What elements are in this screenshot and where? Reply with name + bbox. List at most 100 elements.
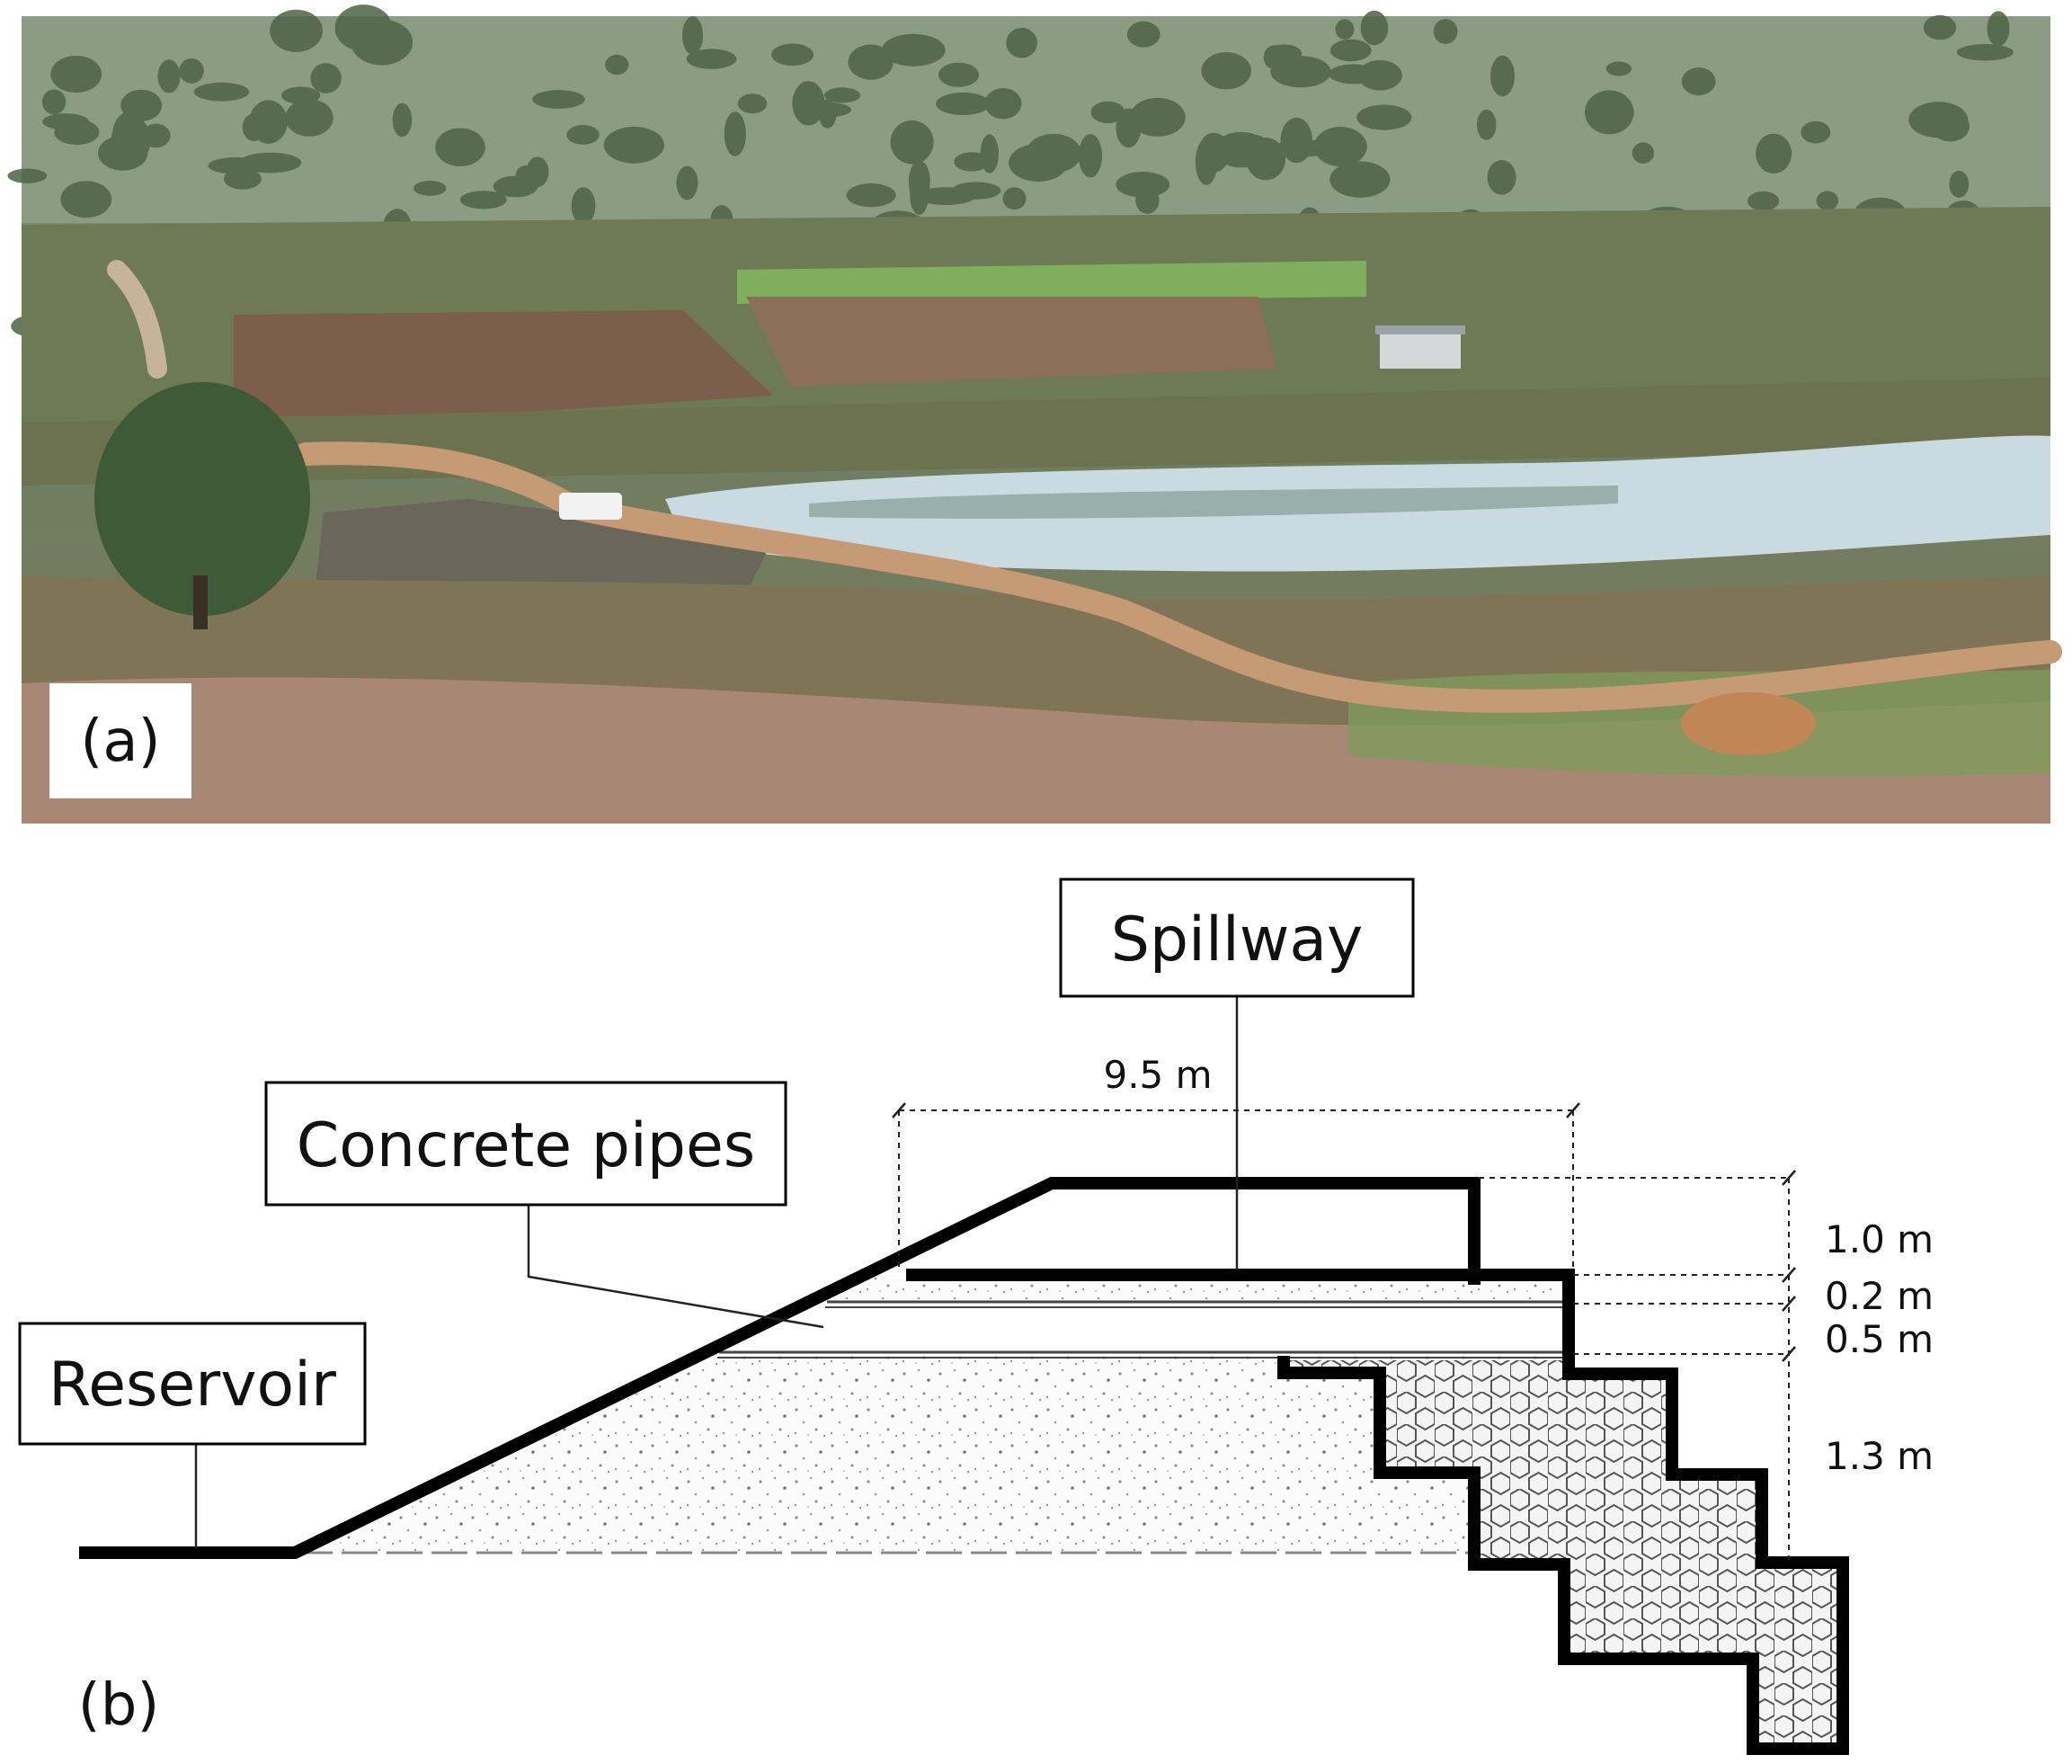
orchard-tree [392,102,413,138]
reservoir-callout-box [18,1322,367,1446]
reservoir-callout-text: Reservoir [49,1350,336,1421]
orchard-tree [724,111,746,156]
water-reflection [809,486,1618,519]
orchard-tree [1129,97,1186,137]
dim-width-label: 9.5 m [1103,1053,1212,1097]
dim-layer-1-label: 1.0 m [1825,1217,1934,1261]
orchard-tree [1090,101,1125,124]
concrete-pipes-leader [527,1205,824,1329]
orchard-tree [1605,61,1632,76]
orchard-tree [193,82,250,102]
tick-2 [1782,1267,1796,1283]
diagram-panel-b: 9.5 m 1.0 m 0.2 m 0.5 m 1.3 m Spillway C… [18,878,1934,1755]
orchard-tree [1313,127,1367,167]
orchard-tree [686,49,737,69]
pickup-truck [559,493,622,520]
orchard-tree [1987,11,2010,47]
orchard-tree [954,152,990,172]
large-tree-canopy [94,382,310,616]
orchard-tree [681,16,704,55]
orchard-tree [1585,90,1634,135]
orchard-tree [414,181,447,196]
orchard-tree [435,128,485,167]
orchard-tree [54,119,100,146]
orchard-tree [112,111,147,158]
orchard-tree [1490,55,1515,97]
dim-layer-2-label: 0.2 m [1825,1274,1934,1318]
orchard-tree [334,4,393,51]
building-roof [1375,325,1465,334]
width-tick-right [1566,1102,1580,1118]
dry-brush [22,677,2050,824]
orchard-tree [1908,102,1969,138]
concrete-pipes-callout-text: Concrete pipes [297,1110,755,1181]
orchard-tree [1195,138,1218,185]
orchard-tree [1270,56,1331,88]
orchard-tree [310,63,342,94]
embankment-far [22,378,2050,486]
orchard-tree [848,44,894,80]
width-tick-left [892,1102,906,1118]
orchard-tree [566,125,600,145]
orchard-tree [1949,170,1970,198]
orchard-tree [951,182,1001,200]
orchard-tree [515,165,538,184]
orchard-tree [1923,14,1957,40]
orchard-tree [805,102,851,118]
orchard-tree [938,62,980,87]
concrete-pipe-band [719,1304,1569,1356]
tick-1 [1782,1170,1796,1186]
panel-a-label-box [49,683,191,798]
orchard-tree [1356,104,1412,130]
orchard-tree [1956,44,2014,61]
orchard-tree [50,55,102,94]
dim-layer-4-label: 1.3 m [1825,1434,1934,1478]
orchard-tree [1116,172,1170,198]
gravel-fill [292,1356,1560,1564]
orchard-tree [459,191,507,209]
orchard-tree [208,157,262,174]
orchard-tree [890,120,934,165]
orchard-tree [60,181,112,218]
orchard-tree [936,92,991,116]
orchard-tree [846,183,896,208]
tick-4 [1782,1346,1796,1362]
orchard-tree [984,88,1022,120]
dirt-road [294,441,2062,713]
orchard-tree [1026,133,1081,174]
orchard-tree [1006,27,1037,58]
green-strip [737,261,1366,304]
orchard-tree [1329,64,1379,85]
orchard-tree [249,100,288,144]
concrete-pipes-callout-box [264,1081,787,1207]
dim-layer-3-label: 0.5 m [1825,1317,1934,1361]
orange-shrub [1681,692,1816,755]
orchard-tree [285,99,333,137]
orchard-tree [1681,67,1716,96]
orchard-tree [676,165,698,200]
orchard-tree [532,90,585,109]
orchard-tree [603,126,664,164]
orchard-tree [270,9,323,52]
spillway-crest-outline [906,1269,1849,1755]
orchard-tree [1360,10,1389,46]
orchard-tree [823,87,861,103]
orchard-tree [41,89,67,115]
orchard-tree [1201,51,1251,90]
orchard-tree [1078,134,1103,178]
tick-3 [1782,1296,1796,1312]
orchard-tree [1126,21,1160,48]
panel-a-label: (a) [80,708,160,775]
gabion-inner-outline [1277,1356,1481,1571]
orchard-tree [571,187,596,225]
orchard-tree [7,168,48,183]
orchard-tree [179,58,204,84]
orchard-tree [1329,39,1372,62]
orchard-tree [605,54,629,76]
orchard-tree [157,59,181,94]
orchard-tree [1487,160,1516,195]
plowed-field-left [234,310,773,432]
panel-b-label: (b) [78,1672,160,1739]
orchard-tree [910,174,929,215]
